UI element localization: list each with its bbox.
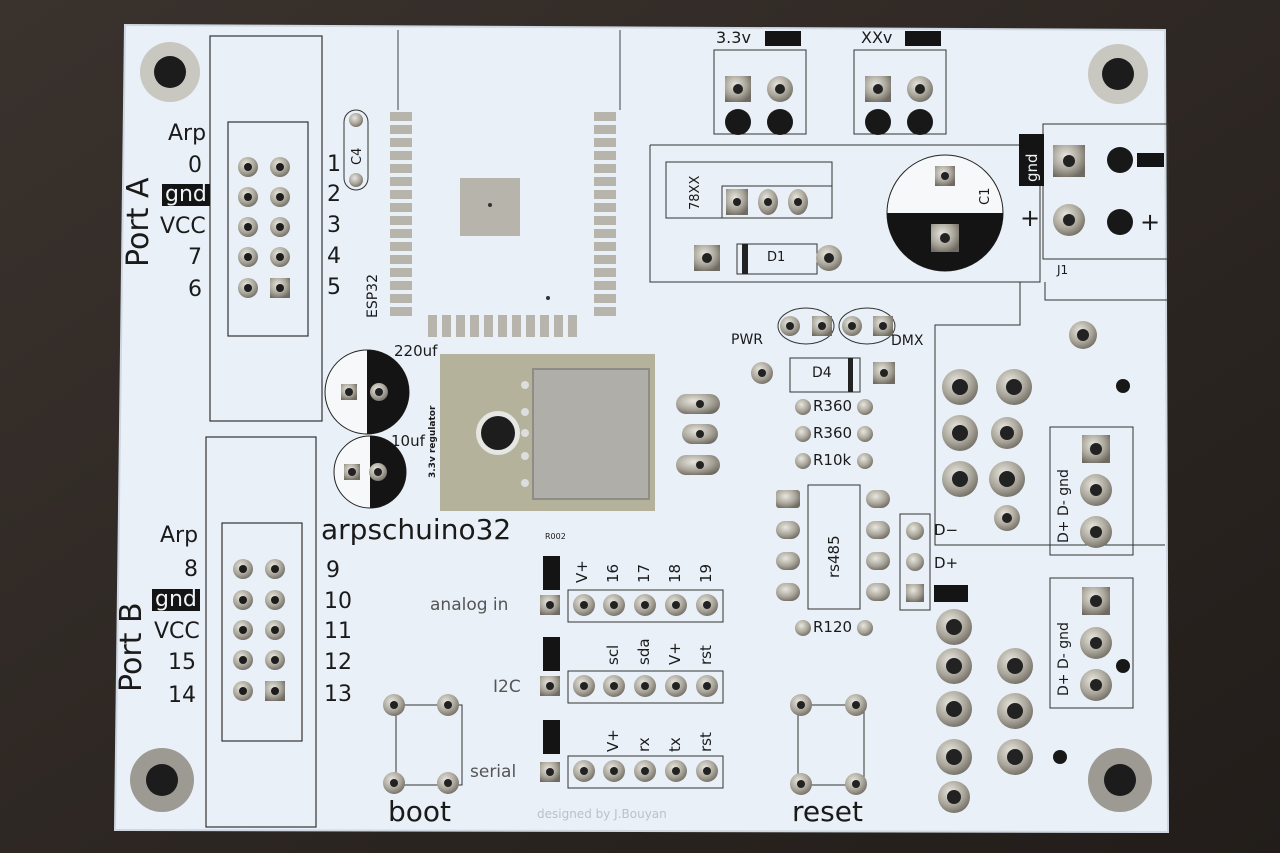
reg78-label: 78XX bbox=[688, 175, 703, 210]
port-b-label-vcc: VCC bbox=[154, 619, 200, 644]
j1-connector bbox=[1019, 123, 1169, 260]
port-b-title: Port B bbox=[114, 602, 149, 692]
c4-capacitor bbox=[343, 109, 369, 191]
port-a-label-6: 6 bbox=[188, 277, 202, 302]
board-name: arpschuino32 bbox=[321, 513, 512, 546]
leds-and-d4 bbox=[751, 307, 896, 393]
analog-in-label: analog in bbox=[430, 595, 509, 615]
designer-credit: designed by J.Bouyan bbox=[537, 807, 667, 821]
button-footprints bbox=[383, 694, 867, 795]
boot-button-label: boot bbox=[388, 795, 452, 828]
serial-label: serial bbox=[470, 762, 517, 782]
dmx-xlr-area bbox=[934, 282, 1168, 813]
r120-label: R120 bbox=[813, 618, 853, 636]
xlr-in-label: D+ D- gnd bbox=[1056, 469, 1072, 543]
rs485-label: rs485 bbox=[825, 535, 843, 578]
i2c-pin-rst: rst bbox=[697, 645, 715, 665]
r360-label-1: R360 bbox=[813, 397, 853, 415]
port-a-title: Port A bbox=[121, 177, 156, 267]
port-a-label-vcc: VCC bbox=[160, 214, 206, 239]
j1-label: J1 bbox=[1057, 263, 1069, 277]
port-a-connector bbox=[209, 35, 323, 422]
cap-10uf bbox=[333, 435, 407, 509]
port-b-num-13: 13 bbox=[324, 682, 352, 707]
port-b-num-10: 10 bbox=[324, 589, 352, 614]
port-b-pins bbox=[233, 559, 285, 701]
port-a-label-7: 7 bbox=[188, 245, 202, 270]
pwr-label: PWR bbox=[731, 332, 764, 348]
d1-label: D1 bbox=[767, 250, 786, 265]
power-components bbox=[694, 154, 1004, 274]
port-b-label-14: 14 bbox=[168, 683, 196, 708]
port-a-num-2: 2 bbox=[327, 182, 341, 207]
r360-label-2: R360 bbox=[813, 424, 853, 442]
port-a-num-5: 5 bbox=[327, 275, 341, 300]
analog-pin-16: 16 bbox=[604, 563, 622, 583]
port-b-label-8: 8 bbox=[184, 557, 198, 582]
i2c-label: I2C bbox=[493, 677, 521, 697]
xlr-out-label: D+ D- gnd bbox=[1056, 622, 1072, 696]
port-a-label-arp: Arp bbox=[168, 121, 207, 146]
esp32-label: ESP32 bbox=[365, 274, 381, 318]
vxx-label: XXv bbox=[861, 28, 893, 47]
dminus-label: D− bbox=[934, 521, 959, 539]
i2c-pin-vplus: V+ bbox=[666, 642, 684, 665]
v33-label: 3.3v bbox=[716, 28, 751, 47]
port-a-num-1: 1 bbox=[327, 152, 341, 177]
port-b-label-15: 15 bbox=[168, 650, 196, 675]
port-b-num-11: 11 bbox=[324, 619, 352, 644]
plus-label-2: + bbox=[1140, 208, 1161, 236]
header-rows bbox=[540, 556, 724, 789]
port-b-num-12: 12 bbox=[324, 650, 352, 675]
i2c-pin-sda: sda bbox=[635, 638, 653, 665]
analog-pin-18: 18 bbox=[666, 563, 684, 583]
dmx-label: DMX bbox=[891, 333, 924, 349]
plus-label-1: + bbox=[1020, 204, 1041, 232]
analog-pin-19: 19 bbox=[697, 563, 715, 583]
serial-pin-rst: rst bbox=[697, 732, 715, 752]
port-a-pins bbox=[238, 157, 290, 298]
regulator-pad bbox=[440, 354, 720, 511]
reset-button-label: reset bbox=[792, 795, 863, 828]
serial-pin-tx: tx bbox=[666, 737, 684, 752]
c1-label: C1 bbox=[978, 187, 993, 205]
port-a-num-4: 4 bbox=[327, 244, 341, 269]
c4-label: C4 bbox=[350, 147, 365, 165]
rs485-chip bbox=[776, 484, 968, 611]
port-b-label-gnd: gnd bbox=[152, 589, 200, 611]
cap-10-label: 10uf bbox=[391, 432, 425, 450]
jumper-blocks bbox=[713, 31, 947, 135]
analog-pin-vplus: V+ bbox=[573, 560, 591, 583]
port-b-connector bbox=[205, 436, 317, 828]
regulator-label: 3.3v regulator bbox=[428, 405, 438, 478]
cap-220uf bbox=[324, 349, 410, 435]
dplus-label: D+ bbox=[934, 554, 959, 572]
serial-pin-rx: rx bbox=[635, 737, 653, 752]
port-b-num-9: 9 bbox=[326, 558, 340, 583]
esp32-footprint bbox=[390, 30, 621, 337]
resistor-pads bbox=[795, 399, 873, 636]
port-a-label-0: 0 bbox=[188, 153, 202, 178]
port-b-label-arp: Arp bbox=[160, 523, 199, 548]
d4-label: D4 bbox=[812, 365, 832, 381]
mounting-holes bbox=[130, 42, 1152, 812]
port-a-label-gnd: gnd bbox=[162, 184, 210, 206]
board-revision: R002 bbox=[545, 532, 566, 541]
port-a-num-3: 3 bbox=[327, 213, 341, 238]
i2c-pin-scl: scl bbox=[604, 644, 622, 665]
j1-gnd-label: gnd bbox=[1023, 153, 1041, 182]
cap-220-label: 220uf bbox=[394, 342, 438, 360]
serial-pin-vplus: V+ bbox=[604, 729, 622, 752]
analog-pin-17: 17 bbox=[635, 563, 653, 583]
r10k-label: R10k bbox=[813, 451, 852, 469]
